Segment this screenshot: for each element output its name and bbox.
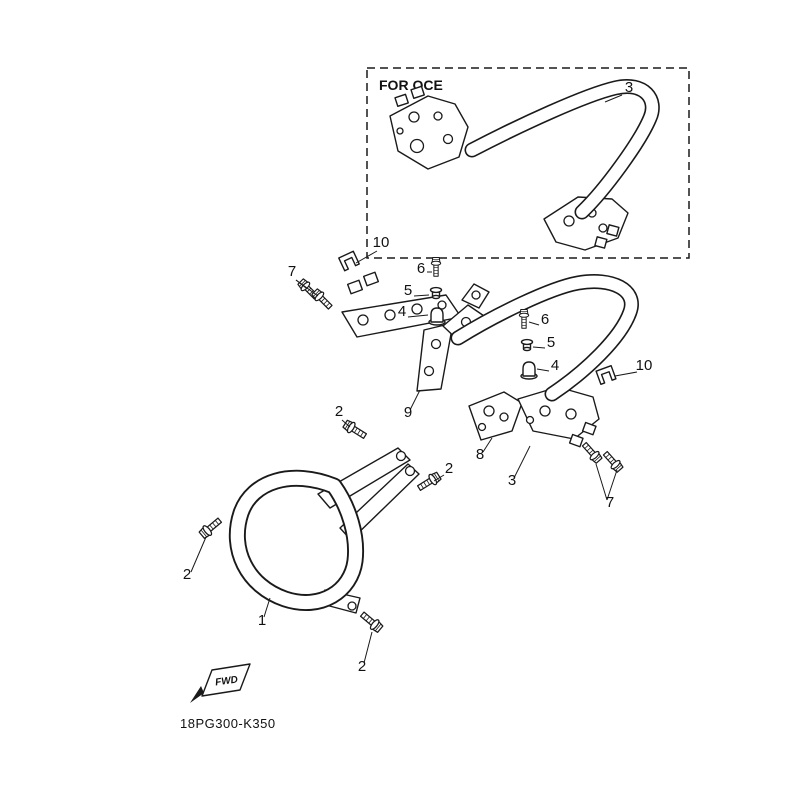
inset-label: FOR OCE	[379, 77, 443, 93]
callout-5-left: 5	[404, 282, 412, 299]
fwd-label: FWD	[215, 674, 239, 688]
callout-2-c: 2	[183, 566, 191, 583]
leader-lines	[190, 94, 638, 664]
bolt-7-lower-b	[600, 448, 625, 474]
inset-grab-bar-tube	[464, 79, 660, 220]
main-grab-bar-tube	[450, 274, 639, 402]
grab-bar-top-tab	[461, 283, 490, 309]
screw-6-left	[430, 257, 442, 277]
guard-tube-1	[228, 469, 365, 611]
screw-6-right	[518, 309, 530, 329]
part-code: 18PG300-K350	[180, 716, 276, 731]
damper-4-right	[520, 361, 538, 380]
callout-2-d: 2	[358, 658, 366, 675]
callout-10-left: 10	[373, 234, 390, 251]
bolt-2-c	[197, 515, 225, 541]
callout-3-main: 3	[508, 472, 516, 489]
callout-2-b: 2	[445, 460, 453, 477]
callout-9: 9	[404, 404, 412, 421]
clamp-10-right	[595, 364, 617, 386]
callout-4-left: 4	[398, 303, 406, 320]
clamp-10-left	[338, 250, 360, 272]
grab-bar-mount-plate	[517, 386, 600, 448]
fwd-marker: FWD	[190, 663, 251, 703]
callout-10-right: 10	[636, 357, 653, 374]
callout-7-lower: 7	[606, 494, 614, 511]
callout-7-upper: 7	[288, 263, 296, 280]
collar-5-left	[429, 286, 443, 300]
fwd-arrow-icon	[190, 686, 204, 703]
inset-box-for-oce: FOR OCE	[366, 67, 690, 259]
inset-dashed-border	[366, 67, 690, 259]
damper-4-left	[428, 307, 446, 326]
callout-6-right: 6	[541, 311, 549, 328]
callout-1: 1	[258, 612, 266, 629]
bolt-2-b	[415, 470, 443, 494]
bolt-2-a	[341, 418, 369, 442]
callout-6-left: 6	[417, 260, 425, 277]
collar-5-right	[520, 338, 534, 352]
bracket-8	[468, 391, 523, 441]
inset-bracket-left	[389, 85, 469, 170]
callouts: 3 10 6 5 4 7 9 6 5 4 10 8 3 7 2 2 2 1 2	[183, 79, 653, 675]
fwd-flag	[201, 663, 251, 697]
callout-8: 8	[476, 446, 484, 463]
callout-3-inset: 3	[625, 79, 633, 96]
callout-2-a: 2	[335, 403, 343, 420]
bolt-2-d	[357, 609, 385, 635]
bolt-7-lower-a	[579, 439, 604, 465]
callout-4-right: 4	[551, 357, 559, 374]
callout-5-right: 5	[547, 334, 555, 351]
inset-bracket-bottom	[543, 196, 629, 251]
bracket-9	[341, 271, 462, 392]
